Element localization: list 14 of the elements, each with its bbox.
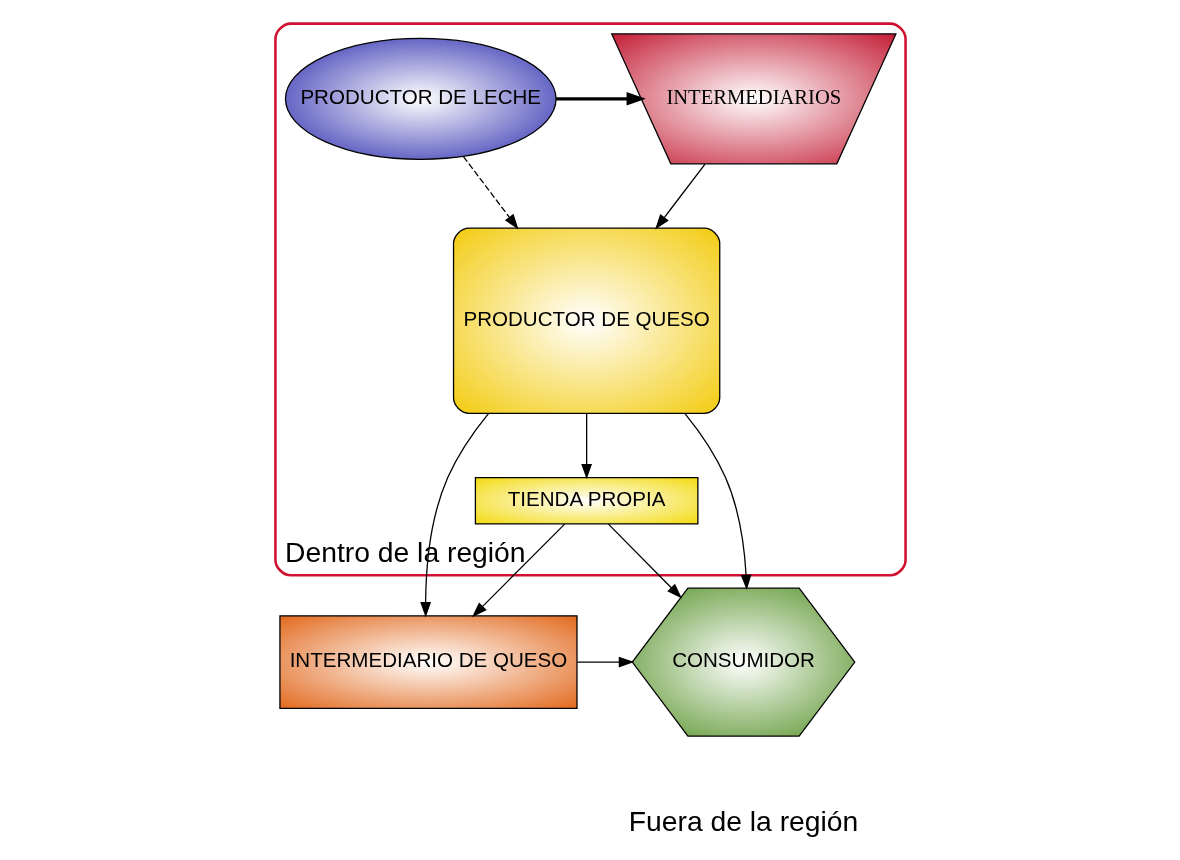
arrow: [683, 412, 751, 591]
node-box: PRODUCTOR DE QUESO: [452, 227, 720, 414]
node-box: TIENDA PROPIA: [474, 476, 699, 525]
arrow: [654, 163, 706, 230]
arrow: [580, 412, 592, 480]
arrow: [419, 412, 489, 618]
label: Fuera de la región: [628, 804, 858, 837]
arrow: [471, 523, 565, 618]
node-box: INTERMEDIARIO DE QUESO: [278, 615, 578, 710]
arrow: [555, 92, 646, 106]
node-ellipse: PRODUCTOR DE LECHE: [284, 37, 557, 160]
arrow: [576, 656, 634, 668]
arrow: [607, 523, 682, 599]
arrow: [462, 155, 519, 230]
